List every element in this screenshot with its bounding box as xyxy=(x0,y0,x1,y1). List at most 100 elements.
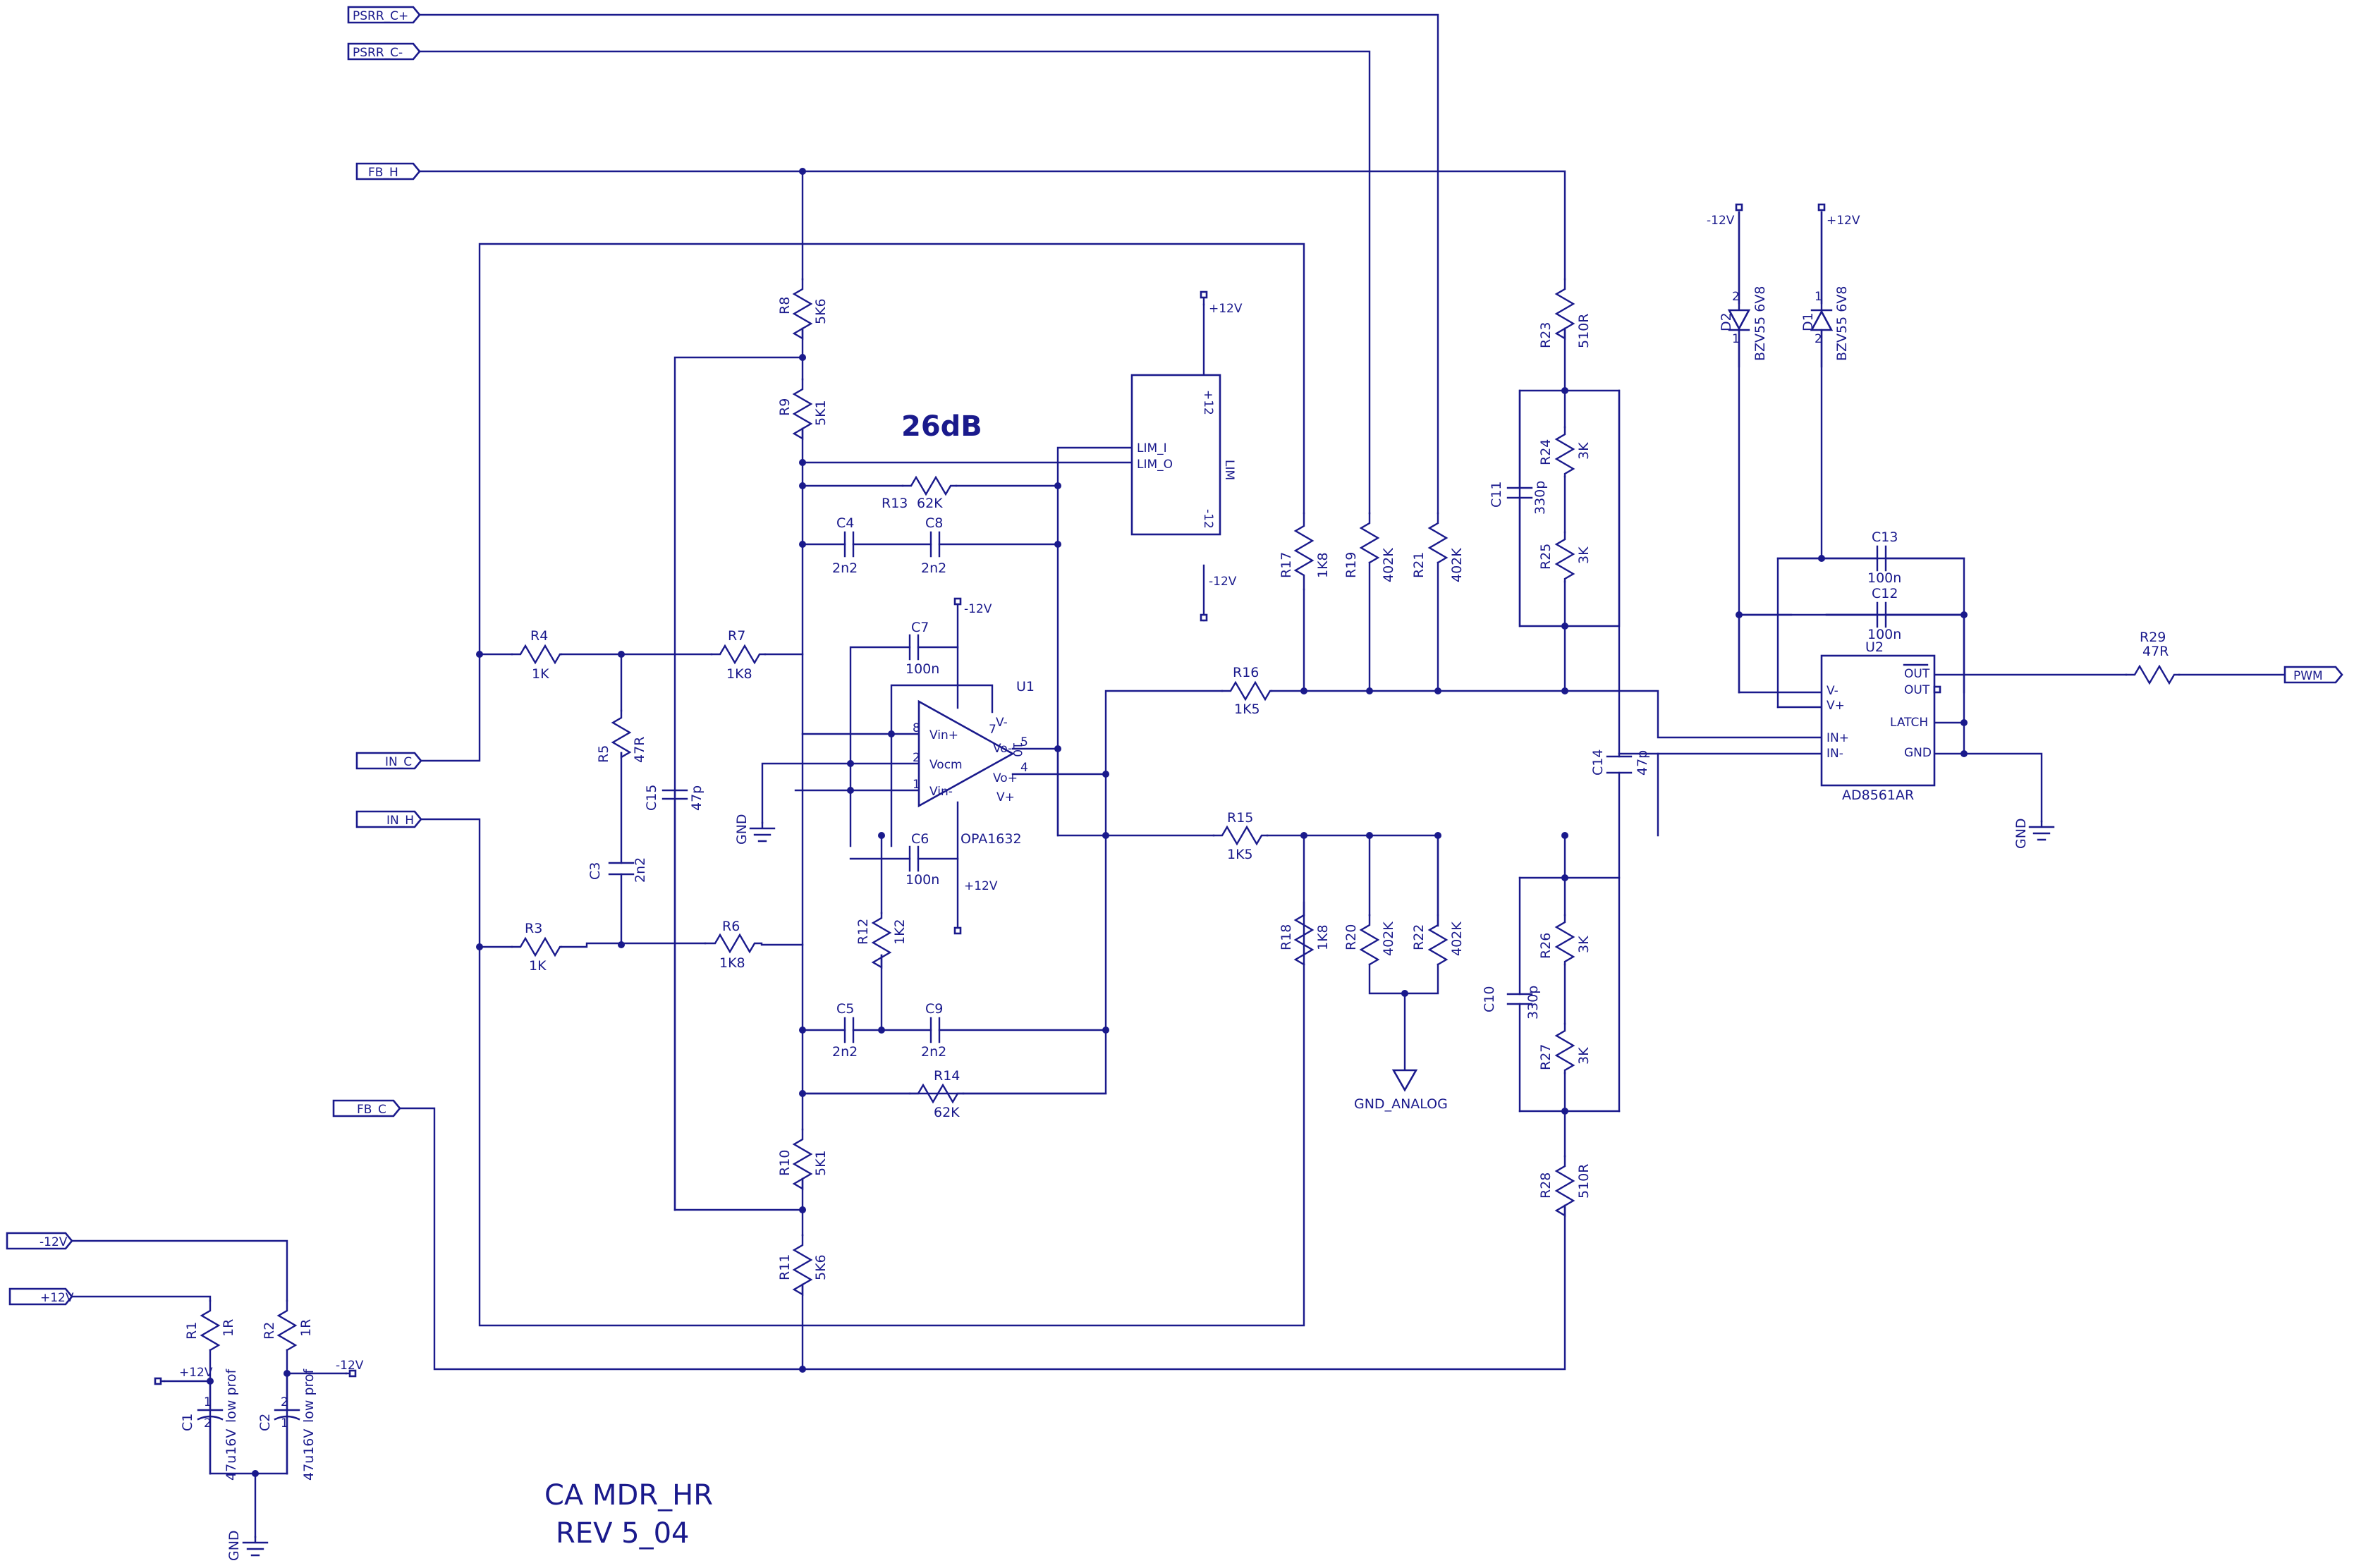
port-labels: PSRR_C+ PSRR_C- FB_H IN_C IN_H FB_C -12V xyxy=(6,6,2343,1306)
svg-text:PWM: PWM xyxy=(2293,669,2323,683)
resistor-r8 xyxy=(792,278,813,341)
resistor-r20 xyxy=(1359,914,1380,966)
svg-text:C7: C7 xyxy=(911,620,929,635)
resistor-r19 xyxy=(1359,512,1380,564)
svg-text:5K1: 5K1 xyxy=(813,1150,829,1176)
wires xyxy=(71,13,2286,1538)
svg-text:R7: R7 xyxy=(728,628,745,644)
svg-text:IN-: IN- xyxy=(1827,747,1843,761)
svg-text:PSRR_C-: PSRR_C- xyxy=(353,46,403,60)
svg-text:402K: 402K xyxy=(1449,921,1465,956)
svg-text:C2: C2 xyxy=(257,1414,273,1431)
svg-text:R15: R15 xyxy=(1227,810,1253,826)
svg-text:5K6: 5K6 xyxy=(813,298,829,324)
svg-text:V+: V+ xyxy=(1827,699,1845,713)
port-psrr-cp[interactable]: PSRR_C+ xyxy=(347,6,421,24)
resistor-r4 xyxy=(511,644,563,665)
resistor-r24 xyxy=(1554,426,1575,478)
resistor-r3 xyxy=(511,936,563,957)
resistor-r26 xyxy=(1554,914,1575,966)
svg-text:low prof: low prof xyxy=(301,1368,317,1423)
capacitor-c2 xyxy=(274,1372,300,1475)
capacitor-c1 xyxy=(197,1380,224,1475)
svg-text:+12V: +12V xyxy=(964,879,998,893)
capacitor-c6 xyxy=(908,845,920,872)
resistor-r5 xyxy=(611,709,632,759)
resistor-r2 xyxy=(276,1299,298,1352)
port-fb-c[interactable]: FB_C xyxy=(332,1099,401,1117)
svg-text:10: 10 xyxy=(1010,742,1024,757)
svg-text:GND_ANALOG: GND_ANALOG xyxy=(1354,1096,1448,1112)
capacitors xyxy=(197,486,1965,1475)
svg-text:C3: C3 xyxy=(587,862,603,880)
svg-text:BZV55 6V8: BZV55 6V8 xyxy=(1752,286,1768,361)
svg-text:Vin+: Vin+ xyxy=(929,728,958,742)
port-p12v[interactable]: +12V xyxy=(8,1287,74,1306)
svg-text:1: 1 xyxy=(1815,290,1822,304)
svg-text:2: 2 xyxy=(204,1416,212,1431)
gain-label: 26dB xyxy=(901,410,982,443)
svg-text:3K: 3K xyxy=(1576,546,1592,564)
svg-text:FB_H: FB_H xyxy=(368,166,398,180)
svg-text:1K8: 1K8 xyxy=(1315,924,1331,950)
svg-text:C13: C13 xyxy=(1872,529,1898,545)
svg-text:U2: U2 xyxy=(1865,639,1884,655)
capacitor-c7 xyxy=(908,634,920,661)
svg-text:R24: R24 xyxy=(1538,439,1554,465)
svg-text:R14: R14 xyxy=(934,1068,960,1084)
port-pwm[interactable]: PWM xyxy=(2283,666,2343,684)
svg-text:1K5: 1K5 xyxy=(1227,847,1253,862)
svg-text:1: 1 xyxy=(1732,332,1740,346)
svg-text:C12: C12 xyxy=(1872,586,1898,601)
gnd-u2 xyxy=(2028,820,2055,841)
port-in-c[interactable]: IN_C xyxy=(355,752,422,770)
resistor-r14 xyxy=(908,1083,965,1104)
port-fb-h[interactable]: FB_H xyxy=(355,162,421,180)
svg-text:R16: R16 xyxy=(1233,665,1259,680)
svg-text:1: 1 xyxy=(204,1395,212,1409)
svg-text:1K5: 1K5 xyxy=(1234,702,1260,717)
svg-text:5K6: 5K6 xyxy=(813,1254,829,1280)
svg-text:R21: R21 xyxy=(1411,552,1427,578)
svg-text:IN_C: IN_C xyxy=(385,755,412,769)
svg-text:C11: C11 xyxy=(1489,482,1504,508)
port-psrr-cm[interactable]: PSRR_C- xyxy=(347,42,421,61)
resistor-r6 xyxy=(704,933,763,954)
supply-pins: +12V -12V xyxy=(154,1359,364,1385)
svg-text:C5: C5 xyxy=(836,1001,854,1017)
svg-text:R26: R26 xyxy=(1538,933,1554,959)
svg-text:47u16V: 47u16V xyxy=(301,1429,317,1481)
svg-text:-12V: -12V xyxy=(964,602,992,616)
resistor-r11 xyxy=(792,1177,813,1371)
svg-text:3K: 3K xyxy=(1576,936,1592,953)
svg-text:1K: 1K xyxy=(532,666,549,682)
svg-text:U1: U1 xyxy=(1016,679,1035,694)
svg-text:100n: 100n xyxy=(1867,627,1901,642)
svg-text:R9: R9 xyxy=(777,398,793,416)
svg-text:3K: 3K xyxy=(1576,1047,1592,1065)
resistor-r12 xyxy=(871,912,892,969)
diode-d2: -12V xyxy=(1707,203,1751,368)
svg-text:FB_C: FB_C xyxy=(357,1103,386,1117)
svg-text:510R: 510R xyxy=(1576,314,1592,348)
diode-d1: +12V xyxy=(1810,203,1860,368)
svg-text:1K2: 1K2 xyxy=(892,919,908,945)
svg-text:+12V: +12V xyxy=(1209,302,1243,316)
svg-text:R5: R5 xyxy=(596,745,611,763)
svg-text:R6: R6 xyxy=(722,919,740,934)
svg-text:D1: D1 xyxy=(1800,312,1816,331)
svg-text:1K: 1K xyxy=(529,958,547,974)
port-m12v[interactable]: -12V xyxy=(6,1232,73,1250)
svg-text:C15: C15 xyxy=(644,785,659,811)
opamp-u1: Vin+ Vocm Vin- Vo- Vo+ V- V+ 8 2 1 5 4 7… xyxy=(913,597,1035,935)
svg-text:D2: D2 xyxy=(1719,312,1734,331)
capacitor-c13 xyxy=(1820,545,1965,572)
port-in-h[interactable]: IN_H xyxy=(355,810,422,828)
svg-text:GND: GND xyxy=(734,814,750,845)
svg-text:-12V: -12V xyxy=(1209,575,1237,589)
svg-text:+12V: +12V xyxy=(179,1366,213,1380)
resistor-r16 xyxy=(1221,680,1273,702)
svg-text:LIM_O: LIM_O xyxy=(1137,458,1173,472)
svg-text:OUT: OUT xyxy=(1904,683,1930,697)
svg-text:V+: V+ xyxy=(996,790,1015,804)
